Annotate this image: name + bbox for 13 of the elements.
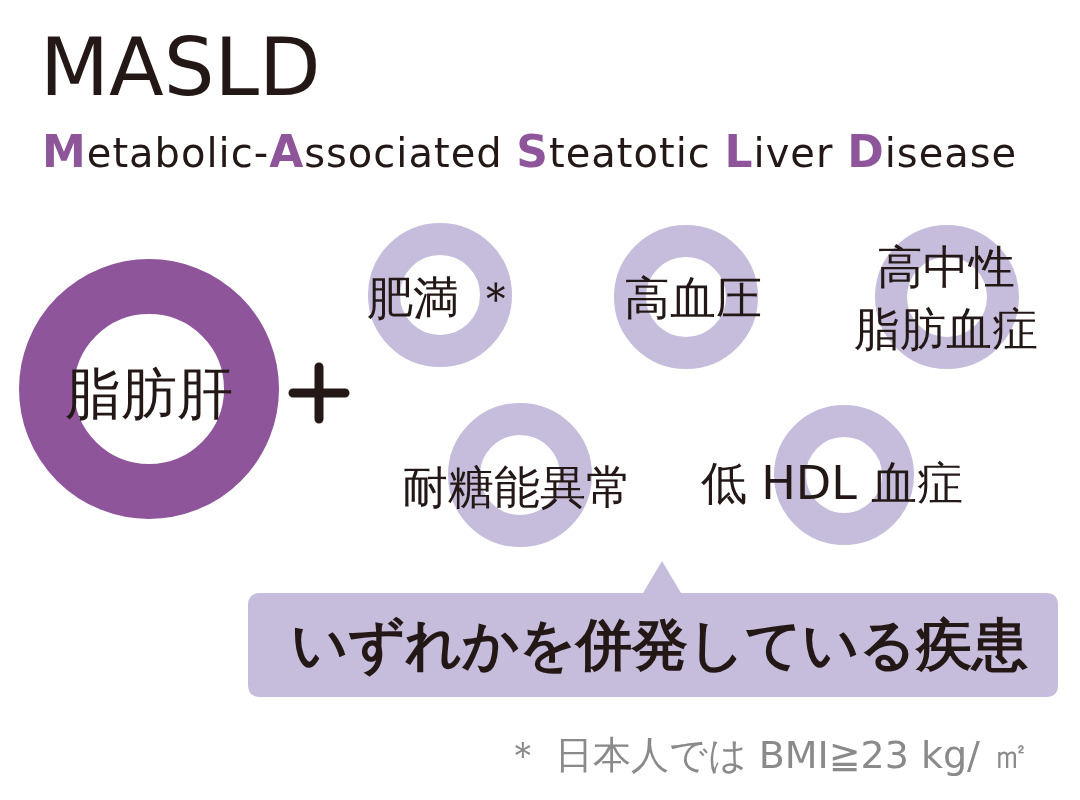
condition-ring (700, 405, 964, 545)
title: MASLD (40, 28, 321, 108)
bubble-text: いずれかを併発している疾患 (290, 612, 1028, 678)
condition-label: 低 HDL 血症 (700, 456, 964, 510)
footnote: ＊ 日本人では BMI≧23 kg/ ㎡ (504, 735, 1030, 777)
condition-label: 耐糖能異常 (402, 460, 632, 514)
condition-label: 高中性脂肪血症 (853, 238, 1039, 358)
condition-label: 肥満 ＊ (366, 271, 520, 325)
condition-ring (19, 259, 279, 519)
subtitle: Metabolic-Associated Steatotic Liver Disease (42, 128, 1018, 177)
condition-label: 高血圧 (624, 271, 762, 325)
speech-bubble (248, 561, 1058, 697)
condition-ring (614, 225, 762, 369)
